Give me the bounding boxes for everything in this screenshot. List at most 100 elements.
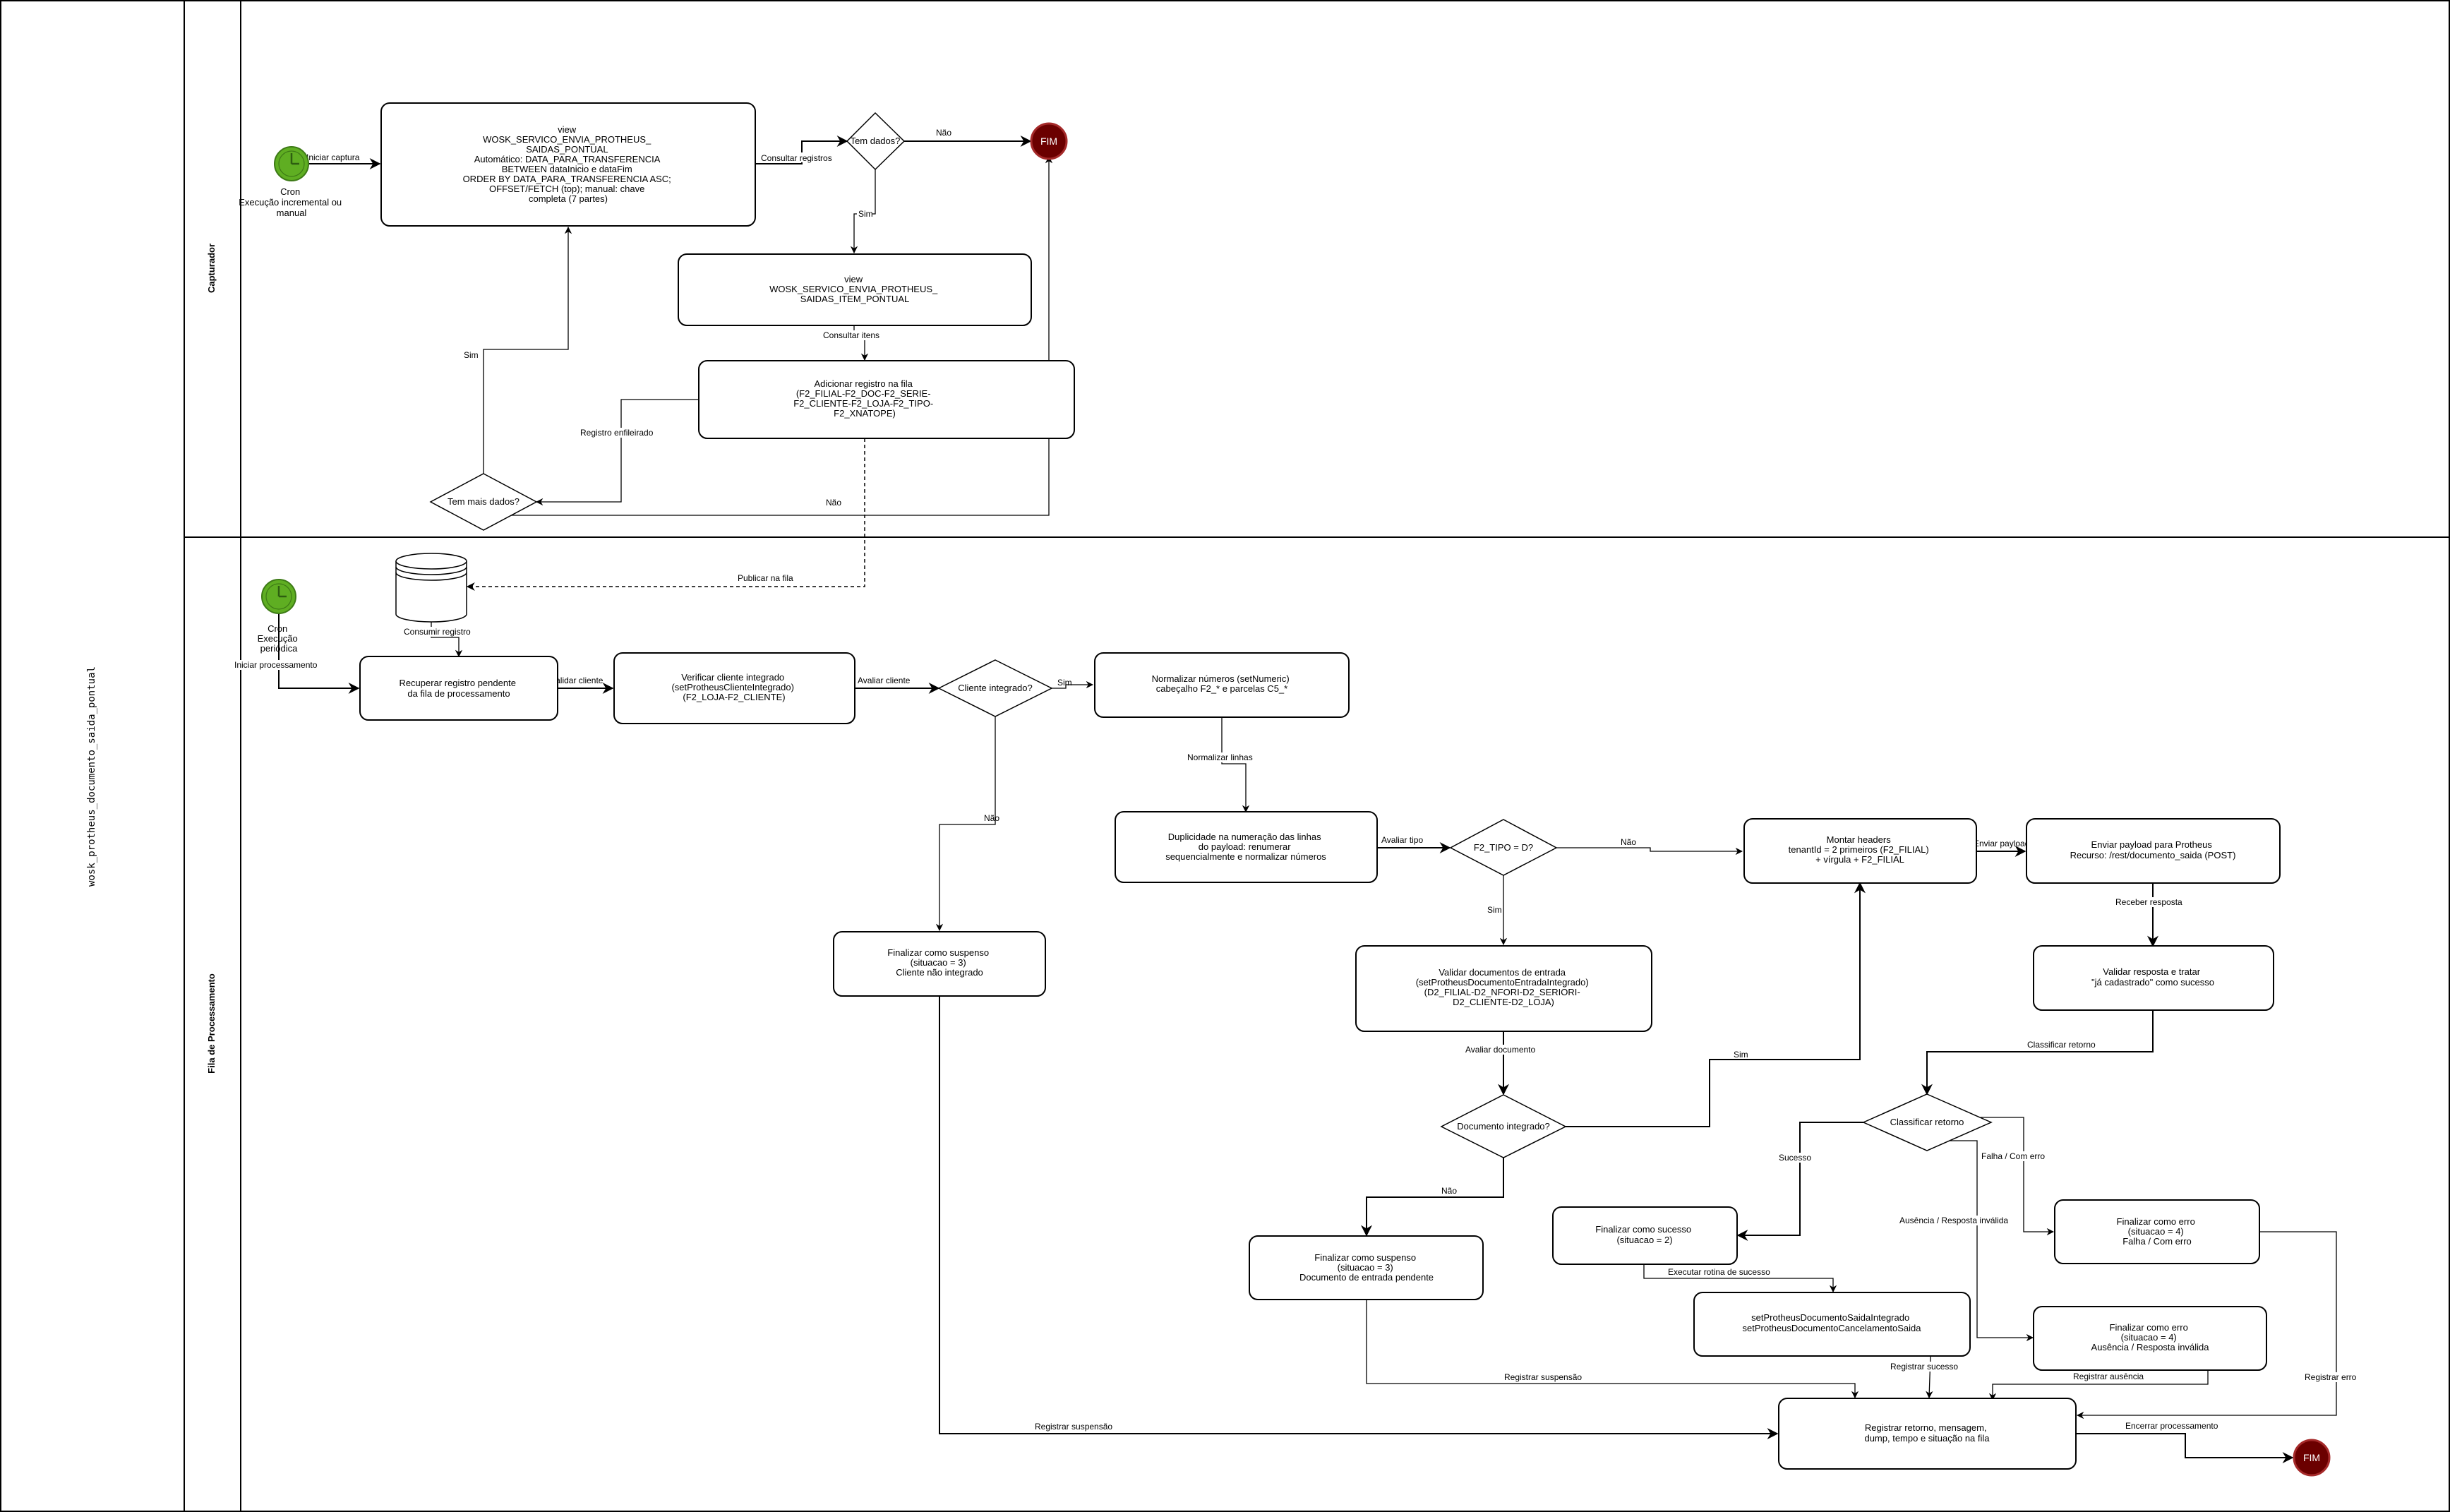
task-box [1115, 811, 1378, 883]
edge-publicar-fila[interactable] [466, 438, 865, 591]
label-sim-loop: Sim [464, 350, 479, 360]
gateway-diamond [1449, 819, 1558, 876]
label-falha: Falha / Com erro [1981, 1151, 2045, 1161]
label-enviar-payload: Enviar payload [1974, 839, 2029, 848]
edge-normalizar-linhas[interactable] [1221, 717, 1250, 813]
edge-executar-rotina[interactable] [1643, 1264, 1837, 1293]
start-event-capturador[interactable]: Cron Execução incremental ou manual [239, 146, 344, 218]
gateway-tipo-d[interactable]: F2_TIPO = D? [1449, 819, 1558, 876]
gateway-tem-mais-dados[interactable]: Tem mais dados? [429, 473, 538, 531]
gateway-text: Classificar retorno [1890, 1117, 1964, 1127]
task-box [359, 656, 558, 721]
task-box [833, 931, 1046, 997]
cron-capturador-label: Cron Execução incremental ou manual [239, 186, 344, 218]
task-box [1249, 1235, 1484, 1300]
task-suspenso-documento[interactable]: Finalizar como suspenso (situacao = 3) D… [1249, 1235, 1484, 1300]
edge-nao-cliente[interactable] [935, 716, 996, 932]
edge-nao-documento[interactable] [1361, 1158, 1504, 1237]
task-normalizar[interactable]: Normalizar números (setNumeric) cabeçalh… [1094, 652, 1350, 718]
gateway-classificar[interactable]: Classificar retorno [1862, 1093, 1993, 1151]
lane-title-fila: Fila de Processamento [206, 973, 217, 1074]
task-suspenso-cliente[interactable]: Finalizar como suspenso (situacao = 3) C… [833, 931, 1046, 997]
gateway-tem-dados[interactable]: Tem dados? [846, 112, 906, 171]
task-box [678, 253, 1032, 326]
task-text: Finalizar como sucesso (situacao = 2) [1595, 1224, 1693, 1245]
end-event-capturador[interactable]: FIM [1030, 122, 1068, 160]
task-montar-headers[interactable]: Montar headers tenantId = 2 primeiros (F… [1743, 818, 1977, 884]
task-validar-resposta[interactable]: Validar resposta e tratar "já cadastrado… [2033, 945, 2274, 1011]
label-sim-itens: Sim [858, 209, 873, 219]
task-text: Adicionar registro na fila (F2_FILIAL-F2… [793, 378, 936, 419]
gateway-text: Documento integrado? [1457, 1121, 1550, 1132]
task-erro-falha[interactable]: Finalizar como erro (situacao = 4) Falha… [2054, 1199, 2260, 1264]
queue-datastore[interactable] [395, 553, 467, 623]
task-text: Registrar retorno, mensagem, dump, tempo… [1864, 1422, 1990, 1444]
gateway-cliente-integrado[interactable]: Cliente integrado? [937, 659, 1053, 717]
task-box [380, 102, 756, 227]
label-nao-mais: Não [826, 498, 841, 508]
task-validar-entrada[interactable]: Validar documentos de entrada (setProthe… [1355, 945, 1652, 1032]
edge-ausencia[interactable] [1950, 1140, 2034, 1342]
task-box [2054, 1199, 2260, 1264]
label-validar-cliente: Validar cliente [551, 676, 604, 685]
edge-falha[interactable] [1981, 1117, 2055, 1236]
edge-registrar-suspensao-cli[interactable] [939, 996, 1779, 1439]
label-ausencia: Ausência / Resposta inválida [1899, 1216, 2008, 1225]
task-rotinas-sucesso[interactable]: setProtheusDocumentoSaidaIntegrado setPr… [1693, 1292, 1971, 1357]
gateway-diamond [846, 112, 906, 171]
task-box [1552, 1206, 1738, 1265]
gateway-diamond [429, 473, 538, 531]
gateway-text: Tem dados? [851, 136, 901, 146]
edge-encerrar[interactable] [2076, 1433, 2294, 1463]
edge-registrar-suspensao-doc[interactable] [1366, 1300, 1859, 1399]
edge-iniciar-processamento[interactable] [278, 613, 360, 694]
task-box [613, 652, 855, 724]
edge-sim-documento[interactable] [1566, 882, 1866, 1127]
edge-classificar-retorno[interactable] [1921, 1010, 2154, 1096]
task-duplicidade[interactable]: Duplicidade na numeração das linhas do p… [1115, 811, 1378, 883]
clock-face [265, 583, 292, 610]
gateway-text: Cliente integrado? [958, 683, 1033, 693]
gateway-diamond [937, 659, 1053, 717]
task-registrar[interactable]: Registrar retorno, mensagem, dump, tempo… [1778, 1398, 2077, 1470]
edges-fila: Consumir registro Iniciar processamento … [233, 613, 2357, 1463]
gateway-documento-integrado[interactable]: Documento integrado? [1440, 1094, 1567, 1158]
end-event-fila[interactable]: FIM [2293, 1439, 2331, 1477]
edge-registrar-ausencia[interactable] [1988, 1370, 2209, 1401]
task-text: Normalizar números (setNumeric) cabeçalh… [1152, 673, 1292, 694]
task-erro-ausencia[interactable]: Finalizar como erro (situacao = 4) Ausên… [2033, 1306, 2267, 1371]
task-recuperar[interactable]: Recuperar registro pendente da fila de p… [359, 656, 558, 721]
edge-sim-loop[interactable] [483, 226, 572, 474]
task-view-saidas[interactable]: view WOSK_SERVICO_ENVIA_PROTHEUS_ SAIDAS… [380, 102, 756, 227]
edge-registrar-erro[interactable] [2076, 1231, 2337, 1420]
label-nao-tipo: Não [1621, 837, 1636, 847]
edge-sim-cliente[interactable] [1052, 680, 1094, 689]
end-event-circle [1030, 122, 1068, 160]
label-executar-rotina: Executar rotina de sucesso [1668, 1267, 1770, 1277]
task-box [698, 360, 1075, 439]
label-registrar-suspensao-cli: Registrar suspensão [1035, 1422, 1112, 1432]
label-avaliar-cliente: Avaliar cliente [858, 676, 911, 685]
task-text: Validar resposta e tratar "já cadastrado… [2091, 966, 2214, 988]
task-sucesso[interactable]: Finalizar como sucesso (situacao = 2) [1552, 1206, 1738, 1265]
task-view-itens[interactable]: view WOSK_SERVICO_ENVIA_PROTHEUS_ SAIDAS… [678, 253, 1032, 326]
task-adicionar-fila[interactable]: Adicionar registro na fila (F2_FILIAL-F2… [698, 360, 1075, 439]
task-text: view WOSK_SERVICO_ENVIA_PROTHEUS_ SAIDAS… [769, 274, 940, 304]
task-enviar-payload[interactable]: Enviar payload para Protheus Recurso: /r… [2026, 818, 2281, 884]
task-box [1778, 1398, 2077, 1470]
label-registro-enfileirado: Registro enfileirado [580, 428, 654, 438]
start-event-fila[interactable]: Cron Execução periódica [258, 579, 301, 654]
edge-nao-mais[interactable] [501, 155, 1053, 516]
edge-labels-capturador: Iniciar captura Consultar registros Não … [305, 128, 951, 583]
label-consultar-registros: Consultar registros [761, 153, 832, 163]
edge-registro-enfileirado[interactable] [535, 399, 699, 506]
task-text: Duplicidade na numeração das linhas do p… [1165, 832, 1326, 862]
task-verificar-cliente[interactable]: Verificar cliente integrado (setProtheus… [613, 652, 855, 724]
label-sucesso: Sucesso [1779, 1153, 1811, 1163]
edge-sucesso[interactable] [1736, 1122, 1863, 1241]
edge-nao-tipo[interactable] [1556, 847, 1743, 856]
label-avaliar-tipo: Avaliar tipo [1381, 835, 1423, 845]
